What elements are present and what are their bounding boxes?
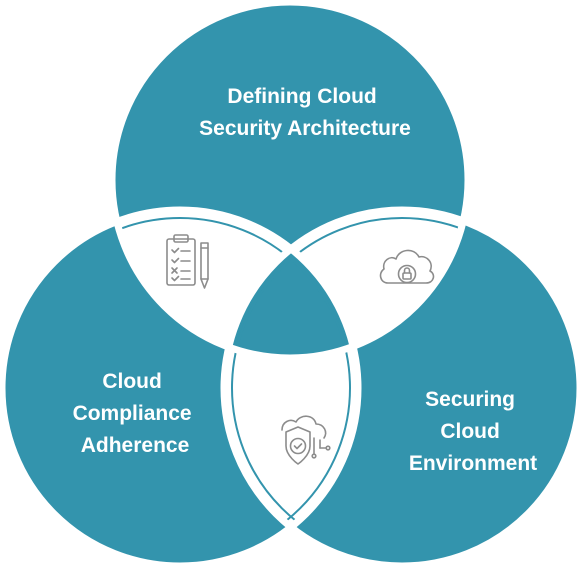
overlap-border [231,217,468,358]
circle-right-label-line-2: Cloud [440,420,499,443]
separator-right [220,206,582,569]
circle-left-label: Cloud Compliance Adherence [73,370,198,457]
circle-left-label-line-3: Adherence [81,434,190,457]
cloud-shield-check-icon [281,415,331,465]
circle-left-label-line-1: Cloud [102,370,161,393]
circle-top-label-line-1: Defining Cloud [227,85,376,108]
circle-right-label-line-3: Environment [409,452,537,475]
cloud-lock-icon [379,249,435,284]
overlap-border [112,217,351,358]
circle-right-label-line-1: Securing [425,388,515,411]
separator-left [0,206,362,569]
overlap-border [224,217,351,559]
circle-top-label-line-2: Security Architecture [199,117,411,140]
triple-intersection [224,210,358,358]
overlap-border [231,217,358,559]
separator-top [108,0,472,362]
circle-left-label-line-2: Compliance [73,402,192,425]
circle-top-label: Defining Cloud Security Architecture [199,85,411,140]
checklist-clipboard-icon [166,234,209,289]
circle-right-label: Securing Cloud Environment [409,388,537,475]
